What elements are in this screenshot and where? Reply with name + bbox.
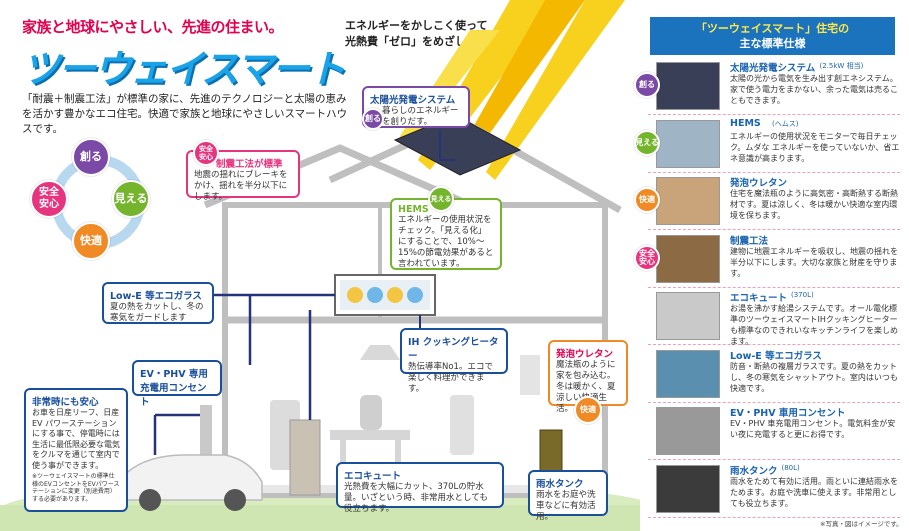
tagline: 家族と地球にやさしい、先進の住まい。 — [22, 18, 284, 36]
spec-title: 発泡ウレタン — [730, 178, 788, 189]
callout-hems-title: HEMS — [398, 204, 429, 215]
spec-badge: 快適 — [634, 187, 660, 213]
callout-rain-title: 雨水タンク — [536, 479, 584, 490]
spec-title: Low-E 等エコガラス — [730, 350, 822, 362]
callout-ih: IH クッキングヒーター 熱伝導率No1。エコで楽しく料理ができます。 — [400, 328, 508, 394]
spec-row: 発泡ウレタン住宅を魔法瓶のように高気密・高断熱する断熱材です。夏は涼しく、冬は暖… — [634, 173, 900, 230]
callout-emergency-title: 非常時にも安心 — [32, 397, 99, 408]
callout-foam-badge: 快適 — [574, 396, 602, 424]
spec-title: 制震工法 — [730, 235, 769, 247]
spec-photo — [656, 407, 720, 455]
spec-photo — [656, 62, 720, 110]
spec-description: お湯を沸かす給湯システムです。オール電化標準のツーウェイスマートIHクッキングヒ… — [730, 304, 898, 346]
callout-emergency-body: お車を日産リーフ、日産EV パワーステーションにする事で、停電時には生活に最低限… — [32, 408, 120, 470]
spec-photo — [656, 119, 720, 168]
energy-line-1: エネルギーをかしこく使って — [345, 19, 488, 32]
spec-row: Low-E 等エコガラス防音・断熱の複層ガラスです。夏の熱をカットし、冬の寒気を… — [648, 346, 900, 403]
spec-description: 住宅を魔法瓶のように高気密・高断熱する断熱材です。夏は涼しく、冬は暖かい快適な室… — [730, 189, 898, 220]
brand-title: ツーウェイスマート — [22, 47, 346, 91]
callout-seismic-badge: 安全 安心 — [193, 140, 219, 166]
callout-ecocute-body: 光熱費を大幅にカット、370Lの貯水量。いざという時、非常用水としても役立ちます… — [344, 482, 488, 514]
spec-photo — [656, 234, 720, 283]
spec-row: 雨水タンク(80L) 雨水をためて有効に活用。雨といに連結雨水をためます。お庭や洗… — [648, 461, 900, 518]
spec-title: EV・PHV 車用コンセント — [730, 408, 846, 419]
spec-photo — [656, 464, 720, 513]
callout-hems: HEMS エネルギーの使用状況をチェック。「見える化」にすることで、10%〜15… — [390, 198, 502, 270]
spec-description: EV・PHV 車充電用コンセント。電気料金が安い夜に充電すると更にお得です。 — [730, 419, 896, 439]
spec-row: 制震工法建物に地震エネルギーを吸収し、地震の揺れを半分以下にします。大切な家族と… — [634, 231, 900, 288]
spec-title: 太陽光発電システム — [730, 63, 816, 74]
spec-badge: 安全 安心 — [634, 244, 660, 271]
spec-badge: 見える — [634, 129, 660, 156]
spec-subtitle: (370L) — [791, 291, 814, 299]
spec-row: エコキュート(370L) お湯を沸かす給湯システムです。オール電化標準のツーウェイ… — [648, 288, 900, 346]
spec-photo — [656, 292, 720, 340]
energy-line-2: 光熱費「ゼロ」をめざします。 — [345, 35, 498, 48]
panel-header-line-2: 主な標準仕様 — [739, 37, 806, 50]
spec-subtitle: (ヘムス) — [772, 119, 799, 128]
spec-description: 太陽の光から電気を生み出す創エネシステム。家で使う電力をまかない、余った電気は売… — [730, 74, 898, 105]
spec-row: HEMS (ヘムス) エネルギーの使用状況をモニターで毎日チェック。ムダな エネルギ… — [634, 116, 900, 173]
panel-header-line-1: 「ツーウェイスマート」住宅の — [695, 22, 850, 35]
callout-ev-title-1: EV・PHV 専用 — [140, 369, 208, 380]
callout-foam-title: 発泡ウレタン — [556, 349, 614, 360]
callout-ev: EV・PHV 専用 充電用コンセント — [132, 360, 222, 408]
spec-subtitle: (80L) — [781, 463, 800, 472]
callout-emergency-note: ※ツーウェイスマートの標準仕様のEVコンセントをEVパワーステーションに変更（別… — [32, 473, 120, 503]
callout-rain-body: 雨水をお庭や洗車などに有効活用。 — [536, 490, 596, 522]
callout-ecocute-title: エコキュート — [344, 471, 402, 482]
spec-description: 防音・断熱の複層ガラスです。夏の熱をカットし、冬の寒気をシャットアウト。室内はい… — [730, 361, 898, 393]
callout-ih-body: 熱伝導率No1。エコで楽しく料理ができます。 — [408, 362, 493, 394]
spec-badge: 創る — [634, 72, 660, 98]
callout-emergency: 非常時にも安心 お車を日産リーフ、日産EV パワーステーションにする事で、停電時… — [24, 388, 128, 512]
callout-ih-title: IH クッキングヒーター — [408, 337, 499, 362]
spec-description: 建物に地震エネルギーを吸収し、地震の揺れを半分以下にします。大切な家族と財産を守… — [730, 246, 898, 278]
footnote: ※写真・図はイメージです。 — [820, 520, 903, 528]
callout-hems-body: エネルギーの使用状況をチェック。「見える化」にすることで、10%〜15%の節電効… — [398, 215, 494, 269]
spec-title: HEMS — [730, 117, 761, 129]
energy-message: エネルギーをかしこく使って 光熱費「ゼロ」をめざします。 — [345, 18, 498, 50]
badge-comfort: 快適 — [72, 222, 110, 260]
intro-text: 「耐震＋制震工法」が標準の家に、先進のテクノロジーと太陽の恵みを活かす豊かなエコ… — [22, 93, 348, 135]
panel-header: 「ツーウェイスマート」住宅の 主な標準仕様 — [650, 17, 895, 55]
callout-seismic-title: 制震工法が標準 — [216, 159, 283, 170]
callout-ev-title-2: 充電用コンセント — [140, 383, 207, 408]
spec-description: エネルギーの使用状況をモニターで毎日チェック。ムダな エネルギーを使っていないか… — [730, 131, 900, 163]
badge-see: 見える — [112, 180, 150, 218]
spec-subtitle: (2.5kW 相当) — [819, 62, 864, 70]
callout-lowe-title: Low-E 等エコガラス — [110, 291, 202, 302]
spec-title: 雨水タンク — [730, 465, 778, 477]
spec-photo — [656, 349, 720, 398]
callout-solar-title: 太陽光発電システム — [370, 95, 456, 106]
callout-solar-body: 暮らしのエネルギーを創りだす。 — [382, 106, 459, 127]
callout-seismic-body: 地震の揺れにブレーキをかけ、揺れを半分以下にします。 — [194, 170, 288, 202]
spec-row: 太陽光発電システム(2.5kW 相当) 太陽の光から電気を生み出す創エネシステム。… — [634, 58, 900, 115]
spec-photo — [656, 177, 720, 225]
callout-rain-tank: 雨水タンク 雨水をお庭や洗車などに有効活用。 — [528, 470, 608, 522]
badge-safe: 安全 安心 — [30, 180, 68, 218]
spec-title: エコキュート — [730, 293, 788, 304]
badge-create: 創る — [72, 138, 110, 176]
callout-solar-badge: 創る — [362, 108, 384, 130]
callout-lowe-glass: Low-E 等エコガラス 夏の熱をカットし、冬の寒気をガードします — [102, 282, 214, 324]
callout-ecocute: エコキュート 光熱費を大幅にカット、370Lの貯水量。いざという時、非常用水とし… — [336, 462, 504, 514]
callout-hems-badge: 見える — [428, 186, 454, 212]
spec-description: 雨水をためて有効に活用。雨といに連結雨水をためます。お庭や洗車に使えます。非常用… — [730, 476, 898, 508]
callout-lowe-body: 夏の熱をカットし、冬の寒気をガードします — [110, 302, 204, 323]
